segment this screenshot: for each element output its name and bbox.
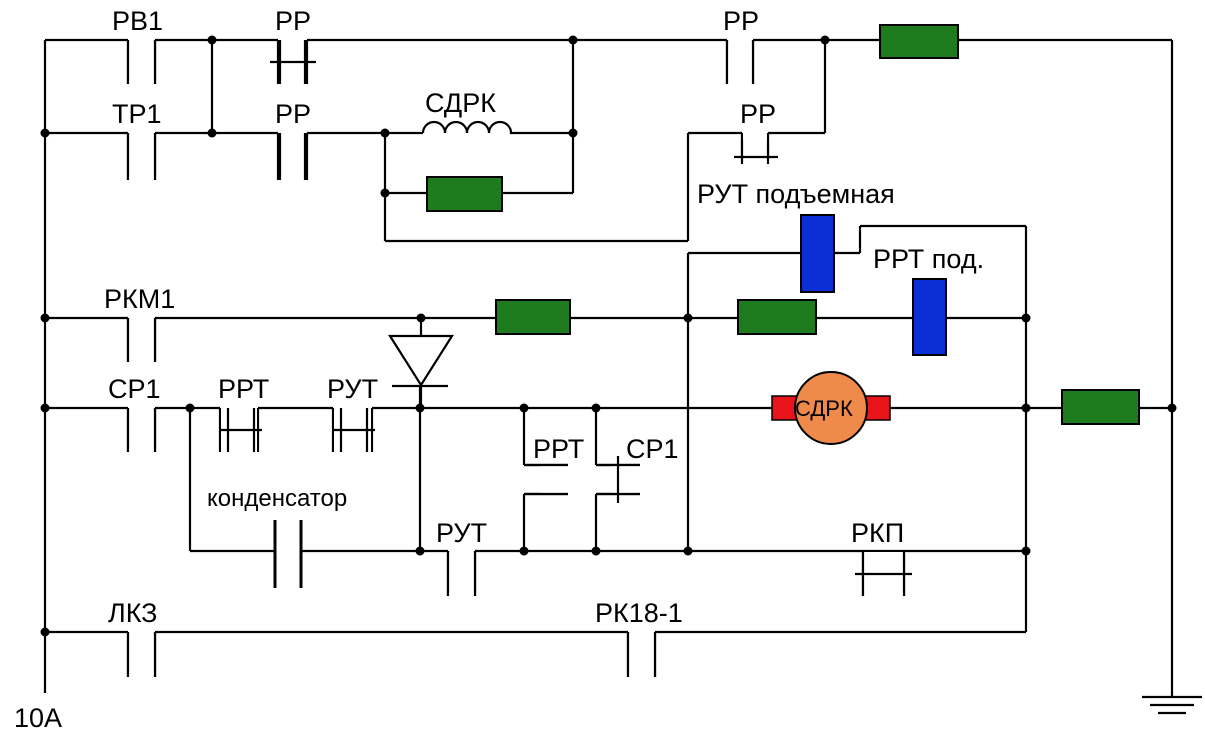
contact-pp-right-top [725, 40, 755, 84]
resistor-right-motor [1061, 389, 1140, 425]
resistor-rkm1 [495, 299, 571, 335]
label-pp-right-mid: РР [740, 99, 776, 129]
label-pp-right-top: РР [723, 6, 759, 36]
label-pp-top: РР [275, 6, 311, 36]
contact-pp-right-mid [734, 140, 778, 164]
contact-gaps [129, 41, 903, 678]
resistor-rrt-series [737, 299, 817, 335]
contacts [126, 40, 912, 677]
resistor-mid-left [426, 176, 503, 212]
diode [388, 334, 454, 408]
label-rut-lift: РУТ подъемная [697, 179, 895, 209]
capacitor [273, 520, 303, 588]
contact-lkz [126, 632, 157, 677]
label-sr1-mid: СР1 [626, 434, 679, 464]
label-rv1: РВ1 [112, 6, 163, 36]
label-rrt-lift: РРТ под. [873, 244, 984, 274]
coil-rrt-lift [912, 278, 947, 356]
label-voltage: 10А [14, 703, 62, 733]
contact-rrt-mid [524, 463, 568, 496]
label-capacitor: конденсатор [207, 485, 347, 512]
label-rkp: РКП [851, 518, 904, 548]
sdrk-inductor [421, 120, 513, 135]
contact-sr1-mid [596, 456, 640, 503]
label-tr1: ТР1 [112, 99, 162, 129]
label-rkm1: РКМ1 [104, 284, 175, 314]
contact-rut-left [333, 408, 375, 452]
label-sdrk-coil: СДРК [425, 88, 496, 118]
labels: РВ1 РР РР ТР1 РР СДРК РР РУТ подъемная Р… [14, 6, 984, 733]
contact-rkp [855, 551, 912, 596]
contact-rkm1 [126, 318, 157, 362]
contact-pp-nc-top [270, 40, 316, 84]
contact-rut-bottom [446, 551, 477, 596]
resistors [426, 24, 1140, 425]
label-motor: СДРК [795, 396, 853, 421]
resistor-top-right [879, 24, 959, 59]
label-sr1-left: СР1 [108, 374, 161, 404]
contact-rrt-left [220, 408, 262, 452]
contact-rk18 [626, 632, 657, 677]
ground-symbol [1142, 695, 1202, 715]
label-rrt-left: РРТ [218, 374, 269, 404]
motor-sdrk [771, 371, 891, 445]
relay-coils [800, 214, 947, 356]
label-rk18: РК18-1 [595, 598, 683, 628]
label-pp-mid: РР [275, 99, 311, 129]
label-lkz: ЛКЗ [108, 598, 157, 628]
junction-dots [40, 35, 1177, 637]
label-rrt-mid: РРТ [533, 434, 584, 464]
label-rut-left: РУТ [327, 374, 378, 404]
contact-sr1-left [126, 408, 157, 452]
coil-rut-lift [800, 214, 835, 293]
contact-tr1 [126, 133, 157, 180]
label-rut-bottom: РУТ [436, 518, 487, 548]
contact-pp-mid [278, 133, 307, 180]
contact-rv1 [126, 40, 157, 84]
